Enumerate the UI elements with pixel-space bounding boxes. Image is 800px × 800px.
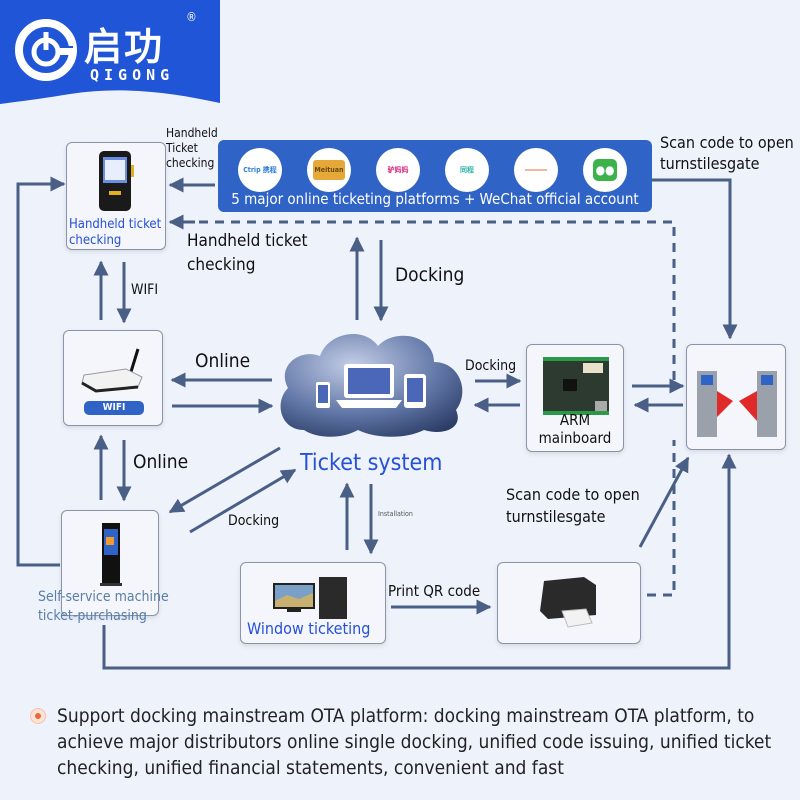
- node-window-ticketing[interactable]: Window ticketing: [240, 562, 386, 644]
- handheld-label: Handheld ticket checking: [69, 217, 162, 249]
- lvmama-logo-icon: 驴妈妈: [376, 148, 420, 192]
- self-service-label: Self-service machine ticket-purchasing: [38, 589, 169, 624]
- arrow-printer-to-turnstile: [638, 456, 690, 548]
- window-label: Window ticketing: [247, 619, 371, 638]
- node-wifi-router[interactable]: WIFI: [63, 330, 163, 426]
- router-icon: [81, 348, 143, 393]
- edge-label-installation: Installation: [378, 510, 413, 518]
- circuit-board-icon: [543, 357, 609, 415]
- registered-mark: ®: [186, 10, 197, 24]
- connector-lines: [16, 176, 738, 670]
- printer-icon: [540, 577, 596, 628]
- edge-label-online-vertical: Online: [133, 451, 189, 473]
- edge-label-scan-mid: Scan code to open turnstilesgate: [506, 485, 640, 527]
- edge-label-scan-top: Scan code to open turnstilesgate: [660, 133, 794, 173]
- edge-label-docking-self: Docking: [228, 513, 280, 529]
- node-ticket-printer[interactable]: [497, 562, 641, 644]
- arrow-cloud-to-self: [168, 446, 281, 514]
- footer-description: Support docking mainstream OTA platform:…: [57, 705, 772, 780]
- ctrip-logo-icon: Ctrip 携程: [238, 148, 282, 192]
- desktop-computer-icon: [273, 577, 347, 619]
- logo-banner: [0, 0, 220, 104]
- fliggy-logo-icon: [514, 148, 558, 192]
- edge-label-print-qr: Print QR code: [388, 582, 481, 600]
- ota-platforms-panel: Ctrip 携程 Meituan 驴妈妈 同程 ●● 5 major onlin…: [218, 140, 652, 212]
- edge-label-online-horizontal: Online: [195, 350, 251, 372]
- kiosk-icon: [100, 523, 122, 586]
- node-arm-mainboard[interactable]: ARM mainboard: [526, 344, 624, 452]
- turnstile-icon: [697, 371, 777, 437]
- bullet-icon: [30, 708, 46, 724]
- dashed-arrow-to-handheld: [190, 220, 676, 380]
- meituan-logo-icon: Meituan: [307, 148, 351, 192]
- edge-label-handheld-large: Handheld ticket checking: [187, 231, 308, 275]
- edge-label-handheld-small: Handheld Ticket checking: [166, 126, 218, 170]
- arrow-self-to-turnstile-loop: [102, 458, 731, 670]
- tongcheng-logo-icon: 同程: [445, 148, 489, 192]
- devices-icon: [316, 364, 426, 408]
- cloud-ticket-system[interactable]: [274, 322, 470, 440]
- arm-label: ARM mainboard: [538, 411, 612, 447]
- dashed-printer-to-right: [647, 440, 676, 597]
- edge-label-docking-arm: Docking: [465, 358, 517, 374]
- wifi-badge: WIFI: [84, 401, 144, 415]
- handheld-device-icon: [99, 151, 134, 211]
- edge-label-wifi: WIFI: [131, 282, 159, 298]
- platforms-caption: 5 major online ticketing platforms + WeC…: [231, 190, 639, 208]
- logo-name-en: QIGONG: [90, 66, 175, 84]
- logo-name-cn: 启功: [84, 25, 165, 69]
- node-handheld-checking[interactable]: Handheld ticket checking: [66, 142, 166, 250]
- cloud-label: Ticket system: [300, 450, 443, 476]
- arrow-self-to-cloud: [189, 468, 297, 534]
- edge-label-docking-top: Docking: [395, 264, 465, 286]
- wechat-logo-icon: ●●: [583, 148, 627, 192]
- arrow-self-to-handheld-loop: [16, 182, 60, 567]
- node-self-service-machine[interactable]: [61, 510, 159, 616]
- node-turnstile-gate[interactable]: [686, 344, 786, 450]
- arrow-scan-to-turnstile: [652, 178, 732, 335]
